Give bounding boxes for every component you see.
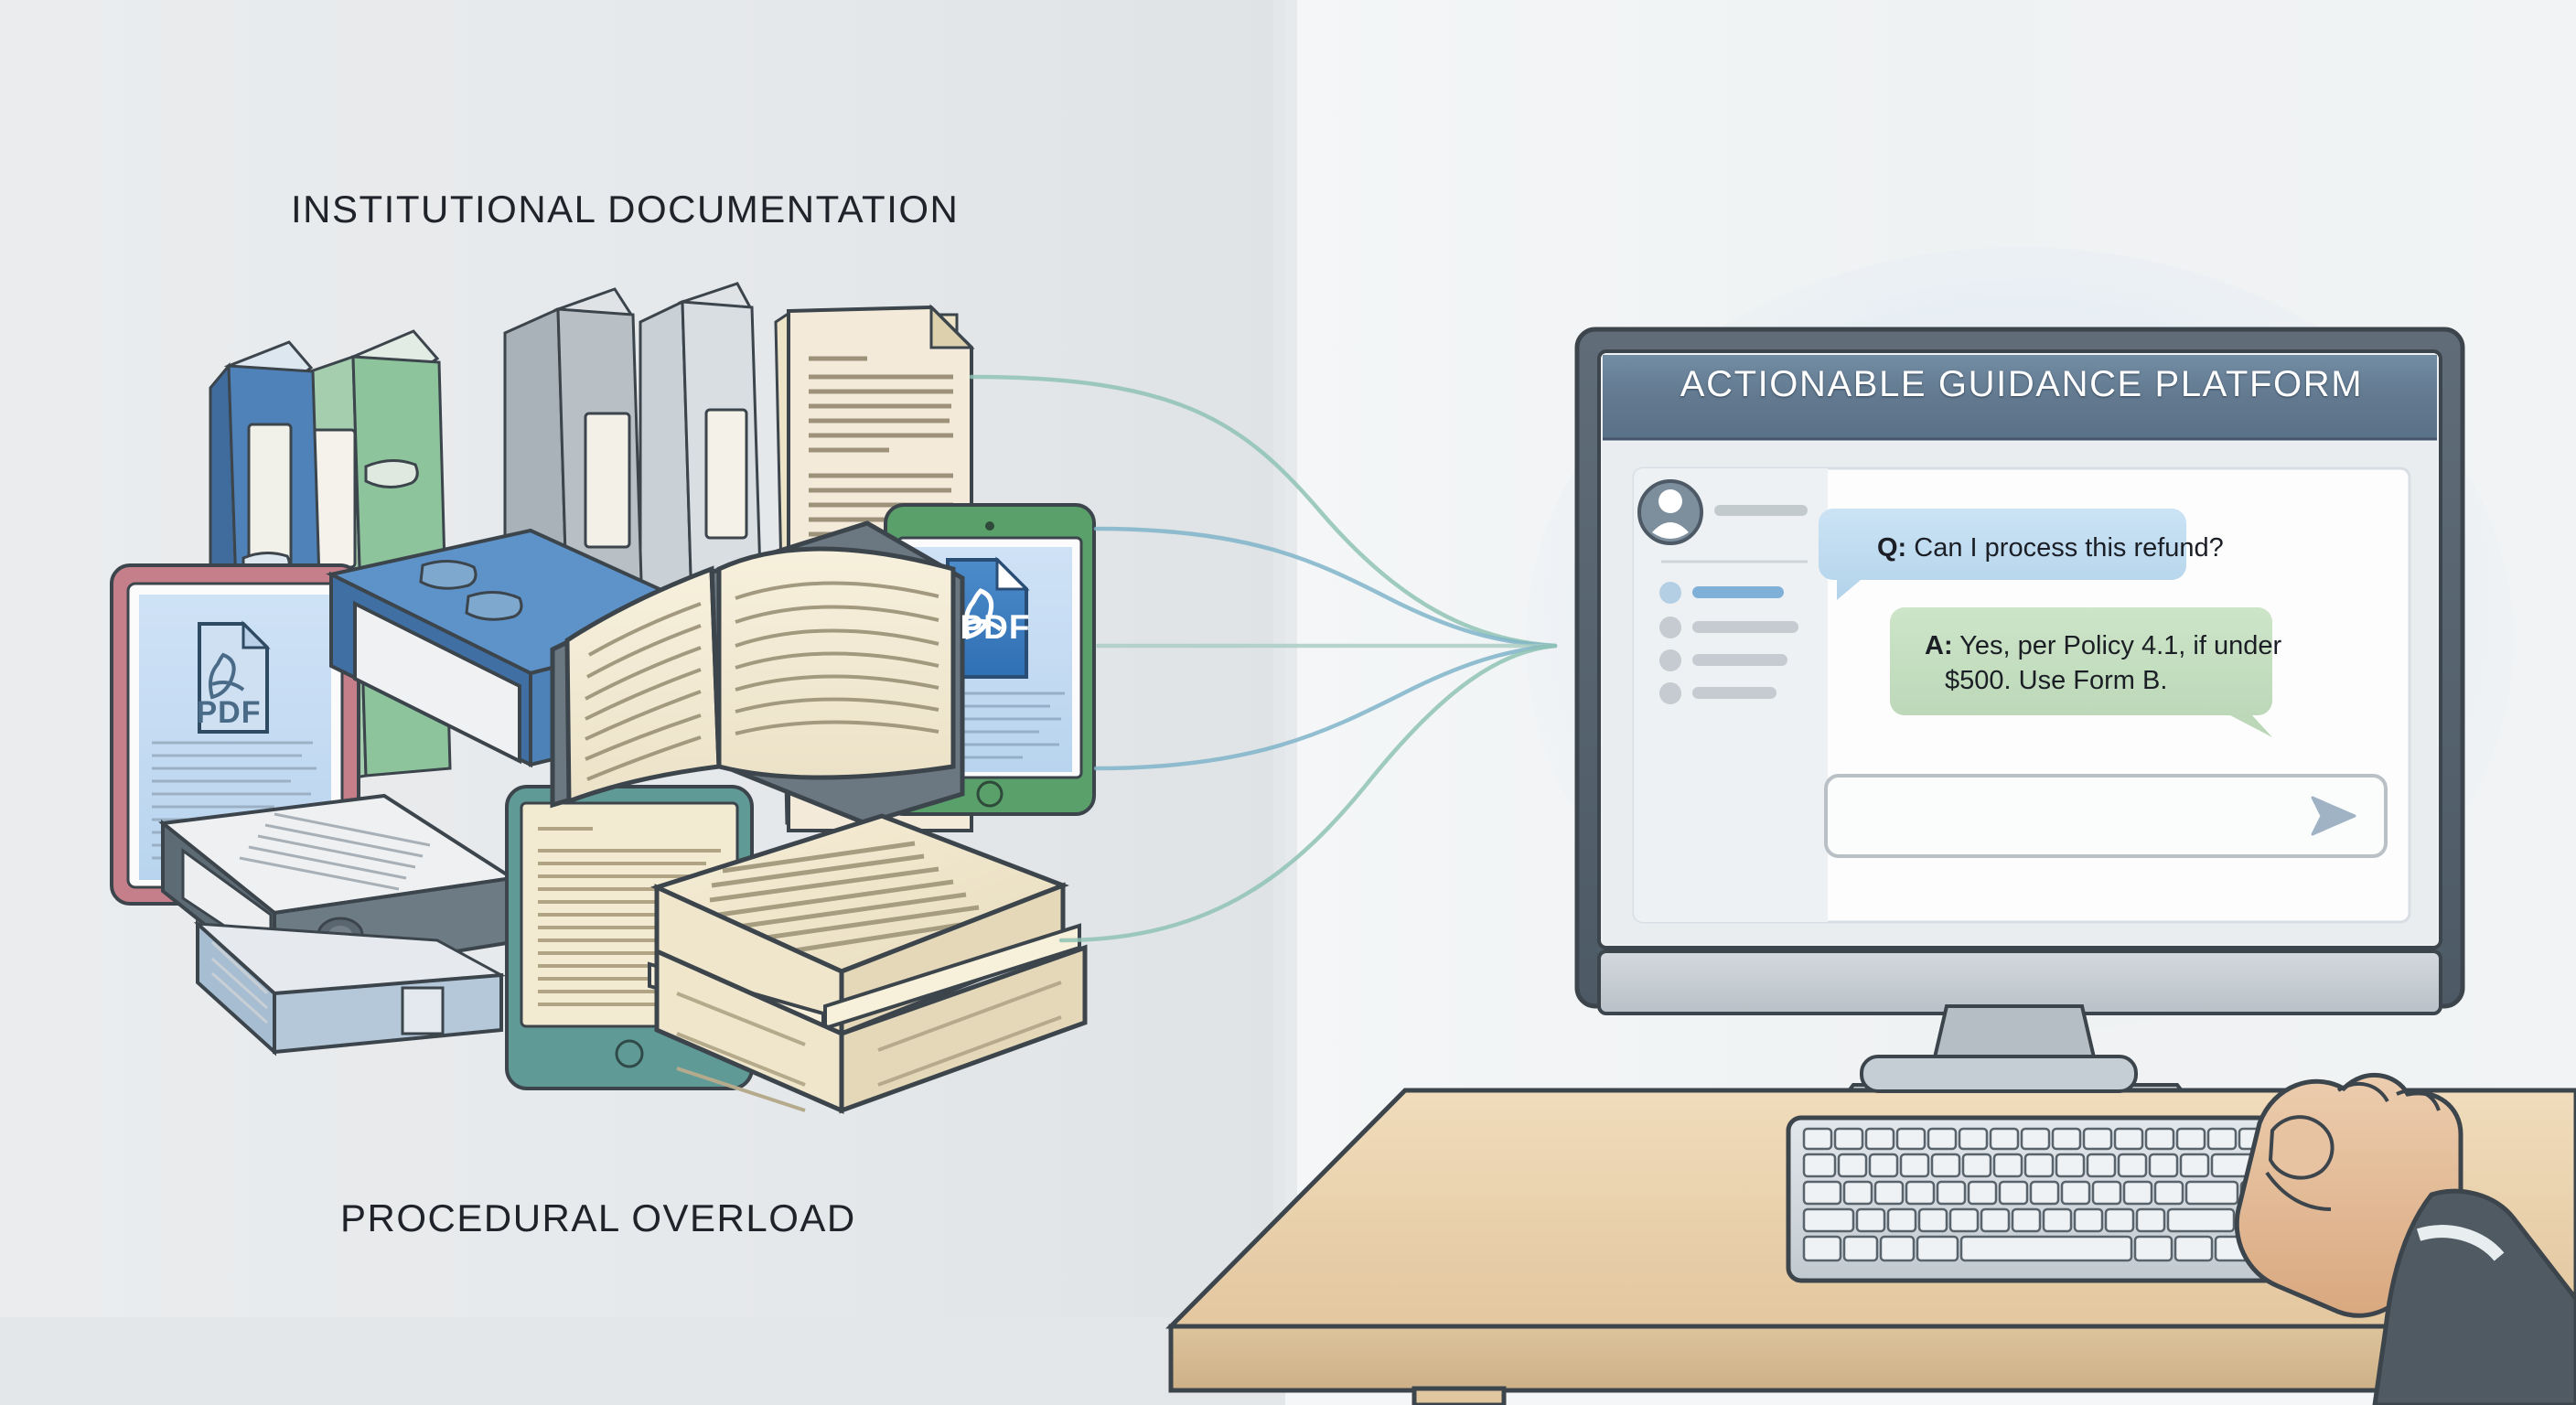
pdf-icon-label-red-tablet: PDF	[196, 695, 262, 730]
keyboard[interactable]	[1786, 1115, 2313, 1283]
question-body: Can I process this refund?	[1914, 533, 2224, 563]
sidebar-item-3[interactable]	[1659, 682, 1776, 704]
sidebar-item-0[interactable]	[1659, 582, 1784, 604]
chat-answer-text: A: Yes, per Policy 4.1, if under $500. U…	[1925, 629, 2318, 698]
chat-thread	[1819, 509, 2388, 858]
answer-line-1: Yes, per Policy 4.1, if under	[1959, 631, 2282, 660]
chat-bubble-answer	[1890, 607, 2272, 737]
chat-bubble-question	[1819, 509, 2186, 600]
answer-line-2: $500. Use Form B.	[1945, 665, 2168, 695]
open-book	[550, 520, 965, 826]
monitor	[1574, 327, 2465, 1015]
message-composer[interactable]	[1824, 774, 2388, 858]
paper-stack	[648, 813, 1088, 1114]
hand	[2234, 1072, 2576, 1405]
pdf-icon-label-green-tablet: PDF	[960, 608, 1031, 646]
ring-binder-lightblue-flat	[193, 919, 507, 1056]
send-arrow-icon[interactable]	[2311, 796, 2356, 836]
sidebar-item-1[interactable]	[1659, 617, 1798, 638]
chat-question-text: Q: Can I process this refund?	[1877, 531, 2224, 566]
sidebar-item-2[interactable]	[1659, 649, 1787, 671]
app-title-bar	[1603, 355, 2437, 441]
sidebar-nav-list	[1659, 582, 1798, 704]
mouse[interactable]	[1860, 1055, 2138, 1093]
chat-sidebar	[1634, 468, 1828, 922]
user-avatar-icon[interactable]	[1637, 479, 1703, 545]
app-title: ACTIONABLE GUIDANCE PLATFORM	[1680, 364, 2364, 404]
left-panel-bottom-label: PROCEDURAL OVERLOAD	[340, 1196, 856, 1239]
flow-connectors	[969, 374, 1558, 943]
document-pile-group	[110, 282, 1096, 1114]
left-panel-top-label: INSTITUTIONAL DOCUMENTATION	[291, 188, 960, 231]
sidebar-username-bar	[1714, 505, 1808, 516]
answer-prefix: A:	[1925, 631, 1953, 660]
question-prefix: Q:	[1877, 533, 1907, 563]
